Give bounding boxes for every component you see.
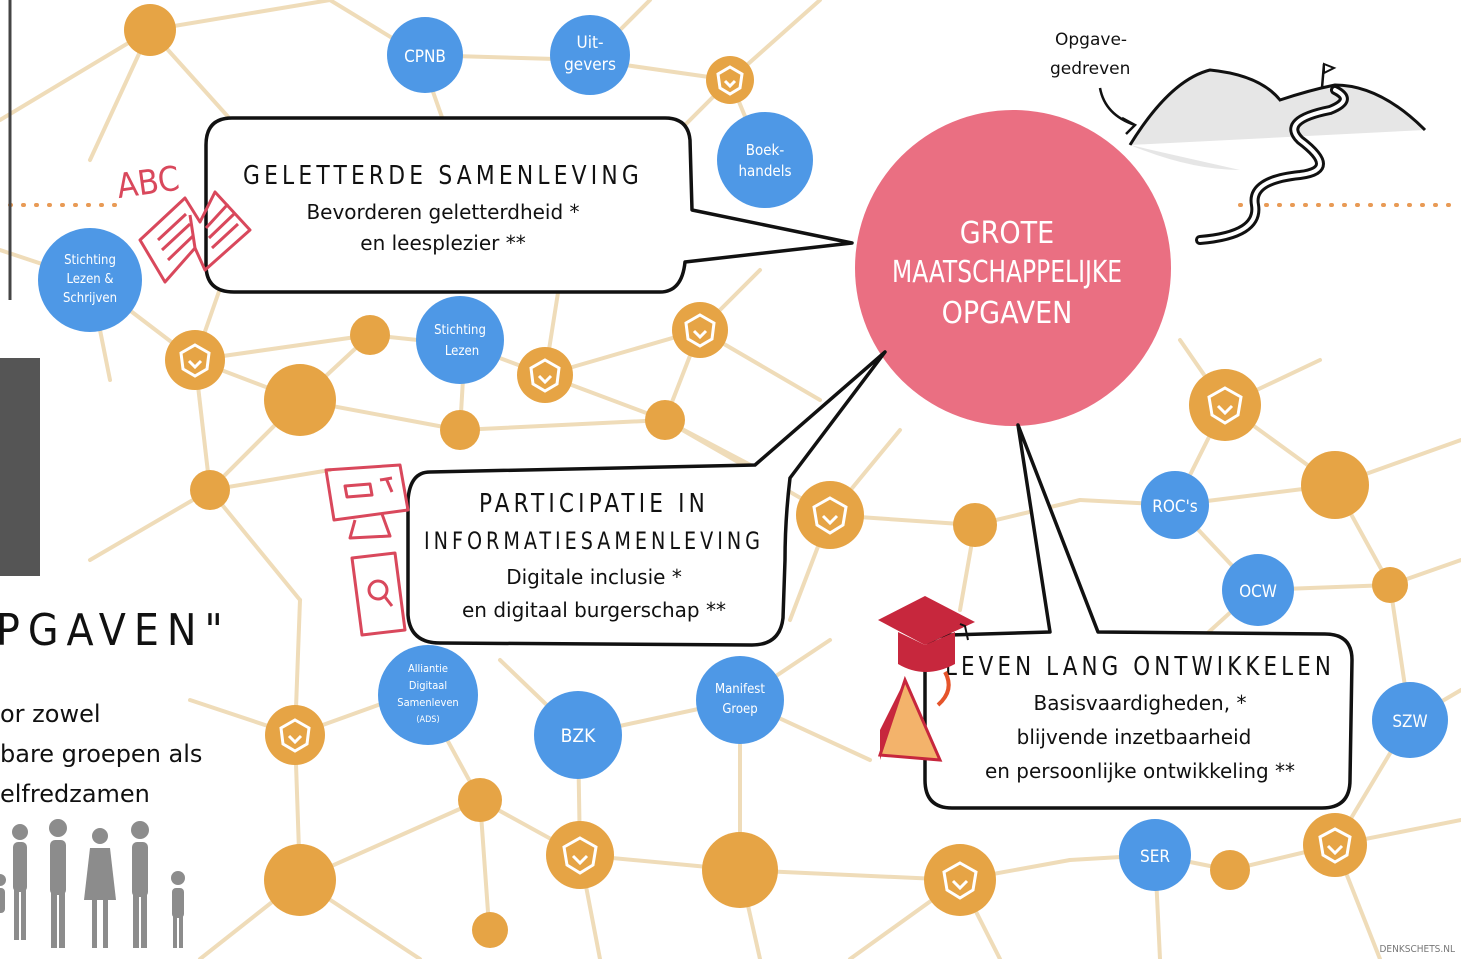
partner-boekhandels-label-1: Boek- xyxy=(746,141,785,159)
network-node xyxy=(1210,850,1250,890)
central-goal-line-2: MAATSCHAPPELIJKE xyxy=(892,255,1122,290)
partner-cpnb: CPNB xyxy=(387,17,463,93)
network-node xyxy=(1372,567,1408,603)
bubble-participatie-line-1: Digitale inclusie * xyxy=(506,565,682,589)
partner-cpnb-label: CPNB xyxy=(404,47,446,67)
network-node xyxy=(953,503,997,547)
partner-uitgevers: Uit- gevers xyxy=(550,15,630,95)
annotation-line-1: Opgave- xyxy=(1055,30,1127,50)
central-goal-line-1: GROTE xyxy=(960,216,1054,251)
partner-ocw-label: OCW xyxy=(1239,582,1277,602)
partner-stichting-lezen: Stichting Lezen xyxy=(416,296,504,384)
partner-sl-label-2: Lezen xyxy=(445,344,479,359)
partner-szw-label: SZW xyxy=(1392,712,1427,732)
network-node xyxy=(702,832,778,908)
network-node xyxy=(458,778,502,822)
library-emblem-icon xyxy=(924,844,996,916)
gray-block xyxy=(0,358,40,576)
library-emblem-icon xyxy=(517,347,573,403)
bubble-leven-line-2: blijvende inzetbaarheid xyxy=(1017,725,1252,749)
partner-manifest-groep: Manifest Groep xyxy=(696,656,784,744)
partner-slz-label-1: Stichting xyxy=(64,253,116,268)
bubble-geletterde-samenleving: GELETTERDE SAMENLEVING Bevorderen gelett… xyxy=(204,116,854,294)
computer-phone-illustration xyxy=(324,463,410,637)
bubble-participatie-title-2: INFORMATIESAMENLEVING xyxy=(424,527,764,555)
library-emblem-icon xyxy=(265,705,325,765)
network-node xyxy=(264,364,336,436)
partner-ocw: OCW xyxy=(1222,554,1294,626)
partner-alliantie-digitaal-samenleven: Alliantie Digitaal Samenleven (ADS) xyxy=(378,645,478,745)
library-emblem-icon xyxy=(672,302,728,358)
partner-mg-label-2: Groep xyxy=(722,702,757,717)
abc-label: ABC xyxy=(114,159,182,207)
library-emblem-icon xyxy=(796,481,864,549)
partner-slz-label-3: Schrijven xyxy=(63,291,117,306)
network-node xyxy=(350,315,390,355)
partner-boekhandels-label-2: handels xyxy=(738,162,791,180)
left-panel-line-2: bare groepen als xyxy=(0,740,202,768)
bubble-leven-line-3: en persoonlijke ontwikkeling ** xyxy=(985,759,1295,783)
abc-book-illustration: ABC xyxy=(114,159,252,284)
bubble-leven-title: LEVEN LANG ONTWIKKELEN xyxy=(945,652,1335,682)
flag-icon xyxy=(1320,62,1337,89)
partner-sl-label-1: Stichting xyxy=(434,323,486,338)
annotation-arrow xyxy=(1098,87,1138,135)
partner-ads-label-4: (ADS) xyxy=(416,715,439,725)
partner-rocs: ROC's xyxy=(1141,471,1209,539)
bubble-participatie-title-1: PARTICIPATIE IN xyxy=(479,489,709,519)
partner-mg-label-1: Manifest xyxy=(715,682,765,697)
left-panel-line-3: elfredzamen xyxy=(0,780,150,808)
partner-boekhandels: Boek- handels xyxy=(717,112,813,208)
bubble-geletterd-title: GELETTERDE SAMENLEVING xyxy=(243,161,643,191)
bubble-participatie-line-2: en digitaal burgerschap ** xyxy=(462,598,726,622)
central-goal: GROTE MAATSCHAPPELIJKE OPGAVEN xyxy=(855,110,1171,426)
annotation-line-2: gedreven xyxy=(1050,59,1130,79)
network-node xyxy=(645,400,685,440)
partner-ser-label: SER xyxy=(1140,847,1170,867)
bubble-leven-line-1: Basisvaardigheden, * xyxy=(1034,691,1247,715)
credit-label: DENKSCHETS.NL xyxy=(1380,944,1456,955)
left-panel-line-1: or zowel xyxy=(0,700,101,728)
partner-rocs-label: ROC's xyxy=(1152,497,1198,517)
central-goal-line-3: OPGAVEN xyxy=(942,296,1073,331)
network-node xyxy=(440,410,480,450)
library-emblem-icon xyxy=(1303,813,1367,877)
monitor-search-icon xyxy=(324,463,410,540)
open-book-icon xyxy=(138,190,252,284)
partner-szw: SZW xyxy=(1372,682,1448,758)
library-emblem-icon xyxy=(165,330,225,390)
partner-bzk: BZK xyxy=(534,691,622,779)
library-emblem-icon xyxy=(706,56,754,104)
people-group-icon xyxy=(0,819,185,948)
graduation-cap-icon xyxy=(878,596,975,672)
bubble-participatie: PARTICIPATIE IN INFORMATIESAMENLEVING Di… xyxy=(406,350,887,647)
partner-bzk-label: BZK xyxy=(561,725,596,747)
bubble-geletterd-line-2: en leesplezier ** xyxy=(360,231,525,255)
library-emblem-icon xyxy=(1189,369,1261,441)
diploma-scroll-icon xyxy=(877,671,951,762)
partner-ads-label-3: Samenleven xyxy=(397,696,458,709)
library-emblem-icon xyxy=(546,821,614,889)
partner-uitgevers-label-1: Uit- xyxy=(577,33,604,53)
phone-search-icon xyxy=(350,551,407,637)
network-node xyxy=(124,4,176,56)
partner-slz-label-2: Lezen & xyxy=(66,272,113,287)
network-node xyxy=(190,470,230,510)
left-panel-heading: PGAVEN" xyxy=(0,605,231,656)
partner-ads-label-2: Digitaal xyxy=(409,679,447,692)
emblem-nodes xyxy=(165,56,1367,916)
bubble-leven-lang-ontwikkelen: LEVEN LANG ONTWIKKELEN Basisvaardigheden… xyxy=(923,423,1354,810)
partner-uitgevers-label-2: gevers xyxy=(564,55,616,75)
graduation-illustration xyxy=(877,596,975,762)
partner-ser: SER xyxy=(1119,819,1191,891)
left-panel: PGAVEN" or zowel bare groepen als elfred… xyxy=(0,0,231,948)
mountain-illustration: Opgave- gedreven xyxy=(1050,30,1427,245)
bubble-geletterd-line-1: Bevorderen geletterdheid * xyxy=(306,200,579,224)
network-node xyxy=(1301,451,1369,519)
partner-stichting-lezen-schrijven: Stichting Lezen & Schrijven xyxy=(38,228,142,332)
network-node xyxy=(264,844,336,916)
partner-ads-label-1: Alliantie xyxy=(408,662,448,675)
network-node xyxy=(472,912,508,948)
